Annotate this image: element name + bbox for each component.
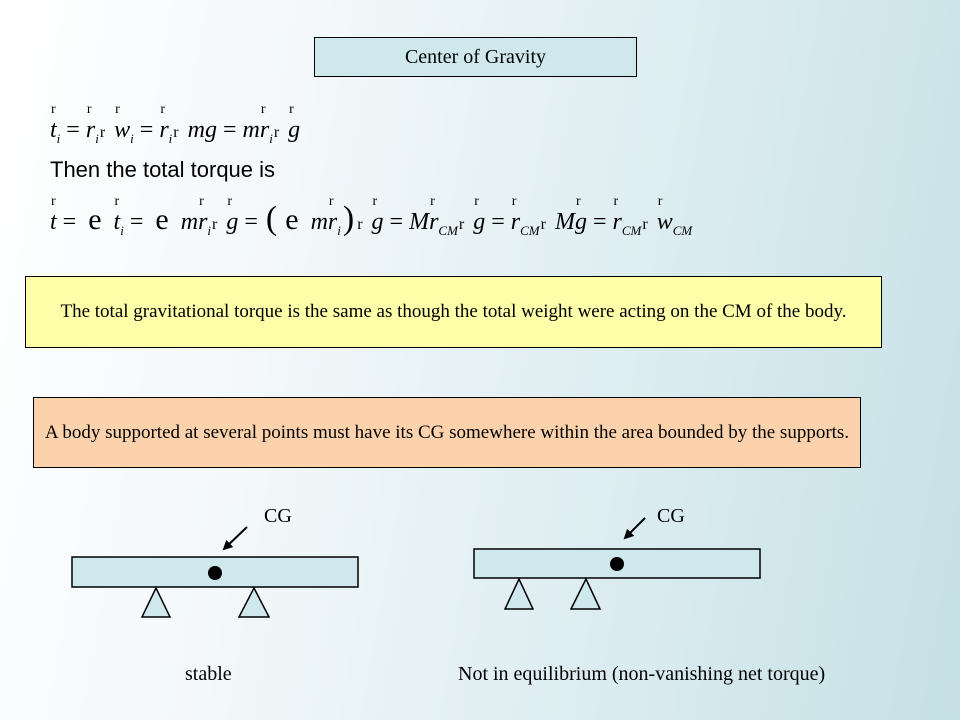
cross-product-icon: r [642,216,648,233]
eq1-r: r [86,103,95,144]
cross-product-icon: r [540,216,546,233]
eq1-r2: r [159,103,168,144]
eq2-paren-open: ( [265,200,278,237]
unstable-caption: Not in equilibrium (non-vanishing net to… [458,663,826,685]
sum-symbol-icon: e [285,203,299,236]
supports-note-box: A body supported at several points must … [33,397,861,468]
sum-symbol-icon: e [155,203,169,236]
eq1-sub-i: i [56,130,61,146]
eq1-g: g [288,103,300,144]
eq2-equals5: = [491,209,505,235]
eq2-equals3: = [244,209,258,235]
cross-product-icon: r [173,124,179,141]
eq2-g: g [226,195,238,236]
eq1-t: t [50,103,57,144]
eq2-g2: g [372,195,384,236]
eq2-r5: r [613,195,622,236]
eq2-sub-cm4: CM [672,222,693,238]
stable-cg-dot [208,566,222,580]
eq2-sub-cm3: CM [621,222,642,238]
eq2-M2: M [554,209,575,235]
eq2-r3: r [429,195,438,236]
torque-note-text: The total gravitational torque is the sa… [60,301,847,322]
eq2-paren-close: ) [342,200,355,237]
eq2-equals2: = [129,209,144,235]
eq2-r: r [198,195,207,236]
unstable-cg-label: CG [657,505,685,527]
eq2-t: t [50,195,57,236]
stable-support-right [237,586,271,618]
cross-product-icon: r [357,216,363,233]
cross-product-icon: r [273,124,280,141]
eq2-sub-cm2: CM [520,222,540,238]
eq1-sub-i2: i [95,130,99,146]
cross-product-icon: r [99,124,106,141]
eq1-sub-i4: i [168,130,173,146]
eq1-sub-i3: i [130,130,134,146]
eq1-equals: = [66,117,80,143]
unstable-support-left [503,577,535,610]
unstable-support-right [569,577,602,610]
unstable-cg-dot [610,557,624,571]
torque-equation-single: ti = rir wi = rir mg = mrir g [50,103,300,147]
eq2-sub-i2: i [207,222,212,238]
sum-symbol-icon: e [88,203,102,236]
eq2-m2: m [310,209,328,235]
eq2-g3: g [473,195,485,236]
eq2-t2: t [114,195,121,236]
eq2-M: M [409,209,430,235]
eq2-equals: = [62,209,77,235]
eq2-w: w [657,195,673,236]
cross-product-icon: r [212,216,218,233]
eq1-equals2: = [139,117,154,143]
eq1-sub-i5: i [269,130,273,146]
unstable-diagram [473,517,761,610]
eq2-equals6: = [592,209,607,235]
stable-caption: stable [185,663,232,685]
slide-title-text: Center of Gravity [404,45,547,68]
eq1-equals3: = [222,117,237,143]
eq2-sub-i3: i [337,222,341,238]
eq2-g4: g [575,195,587,236]
eq1-r3: r [260,103,269,144]
supports-note-text: A body supported at several points must … [44,421,850,443]
torque-equation-total: t = e ti = e mrir g = (e mri)r g = MrCMr… [50,195,693,239]
stable-cg-arrow [222,526,248,551]
eq1-w: w [114,103,130,144]
eq1-mg: mg [187,117,217,143]
cross-product-icon: r [458,216,465,233]
stable-support-left [140,586,172,618]
eq2-r2: r [328,195,337,236]
eq2-sub-i: i [120,222,124,238]
stable-diagram [71,526,359,618]
then-text: Then the total torque is [50,157,276,182]
eq2-sub-cm: CM [438,222,458,238]
eq2-r4: r [511,195,520,236]
eq2-equals4: = [389,209,404,235]
eq2-m: m [180,209,199,235]
stable-cg-label: CG [264,505,292,527]
unstable-cg-arrow [623,517,646,540]
torque-note-box: The total gravitational torque is the sa… [25,276,882,348]
slide-title: Center of Gravity [314,37,637,77]
eq1-m: m [242,117,260,143]
